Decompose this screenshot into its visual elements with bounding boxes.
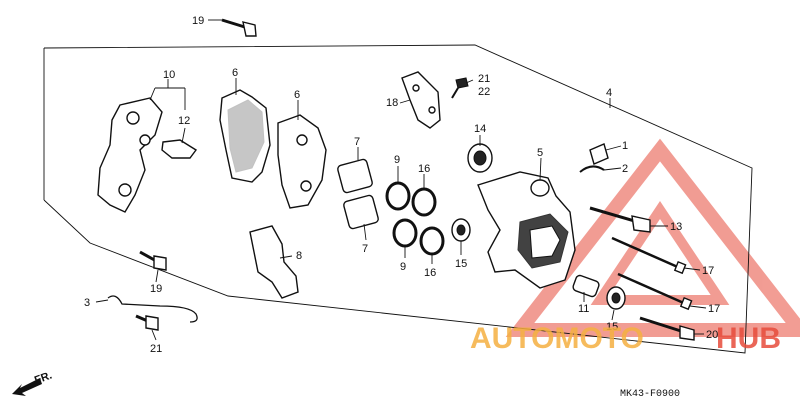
bolt-19-top [221, 18, 257, 37]
callout-20: 20 [706, 329, 718, 341]
pin-bolt-13 [589, 206, 651, 233]
piston-seal-9-bottom [392, 218, 418, 248]
dust-boot-14 [467, 143, 493, 173]
callout-9-top: 9 [394, 154, 400, 166]
callout-17-top: 17 [702, 265, 714, 277]
pad-retainer-8 [249, 225, 299, 299]
callout-3: 3 [84, 297, 90, 309]
slide-pin-17-bottom [617, 272, 693, 311]
dust-seal-16-bottom [419, 226, 445, 256]
callout-21-bottom: 21 [150, 343, 162, 355]
watermark-text: AUTOMOTO HUB [470, 322, 781, 355]
callout-16-bottom: 16 [424, 267, 436, 279]
watermark-part1: AUTOMOTO [470, 322, 644, 355]
callout-9-bottom: 9 [400, 261, 406, 273]
direction-label: FR. [33, 369, 54, 386]
callout-16-top: 16 [418, 163, 430, 175]
callout-11: 11 [578, 303, 589, 315]
boot-15-left [451, 218, 471, 242]
callout-14: 14 [474, 123, 486, 135]
callout-12: 12 [178, 115, 190, 127]
diagram-code: MK43-F0900 [620, 389, 680, 400]
watermark-part2: HUB [716, 322, 781, 355]
bolt-21-bottom [135, 314, 159, 331]
callout-1: 1 [622, 140, 628, 152]
bolt-21-22 [451, 77, 469, 99]
piston-7-bottom [343, 194, 379, 230]
dust-seal-16-top [411, 187, 437, 217]
bolt-19-bottom [139, 250, 167, 271]
leader-lines [95, 19, 707, 341]
spring-wire-3 [107, 295, 198, 323]
callout-22: 22 [478, 86, 490, 98]
bleeder-cap-2 [579, 165, 605, 173]
callout-17-bottom: 17 [708, 303, 720, 315]
callout-18: 18 [386, 97, 398, 109]
slide-pin-17-top [611, 236, 687, 275]
callout-7-bottom: 7 [362, 243, 368, 255]
callout-7-top: 7 [354, 136, 360, 148]
callout-labels: 19 10 12 6 6 21 22 18 4 14 7 9 16 5 1 2 … [84, 15, 720, 355]
sleeve-11 [572, 274, 600, 298]
callout-2: 2 [622, 163, 628, 175]
caliper-body-5 [477, 171, 576, 289]
boot-15-right [606, 286, 626, 310]
bleeder-valve-1 [589, 143, 609, 165]
bolt-20 [639, 316, 695, 341]
automotohub-triangle-logo-icon [505, 138, 800, 337]
pad-shim-18 [401, 71, 441, 129]
callout-13: 13 [670, 221, 682, 233]
callout-15-left: 15 [455, 258, 467, 270]
callout-19-top: 19 [192, 15, 204, 27]
assembly-frame [43, 44, 753, 354]
piston-7-top [337, 158, 373, 194]
callout-15-right: 15 [606, 321, 618, 333]
pad-spring-12 [161, 139, 198, 159]
callout-8: 8 [296, 250, 302, 262]
callout-5: 5 [537, 147, 543, 159]
brake-pad-6-left [219, 89, 271, 183]
brake-pad-6-right [277, 114, 327, 209]
caliper-bracket-10 [97, 97, 163, 213]
callout-21-top: 21 [478, 73, 490, 85]
callout-10: 10 [163, 69, 175, 81]
callout-6-left: 6 [232, 67, 238, 79]
callout-4: 4 [606, 87, 612, 99]
front-direction-arrow-icon: FR. [12, 369, 54, 396]
piston-seal-9-top [385, 181, 411, 211]
callout-6-right: 6 [294, 89, 300, 101]
callout-19-bottom: 19 [150, 283, 162, 295]
